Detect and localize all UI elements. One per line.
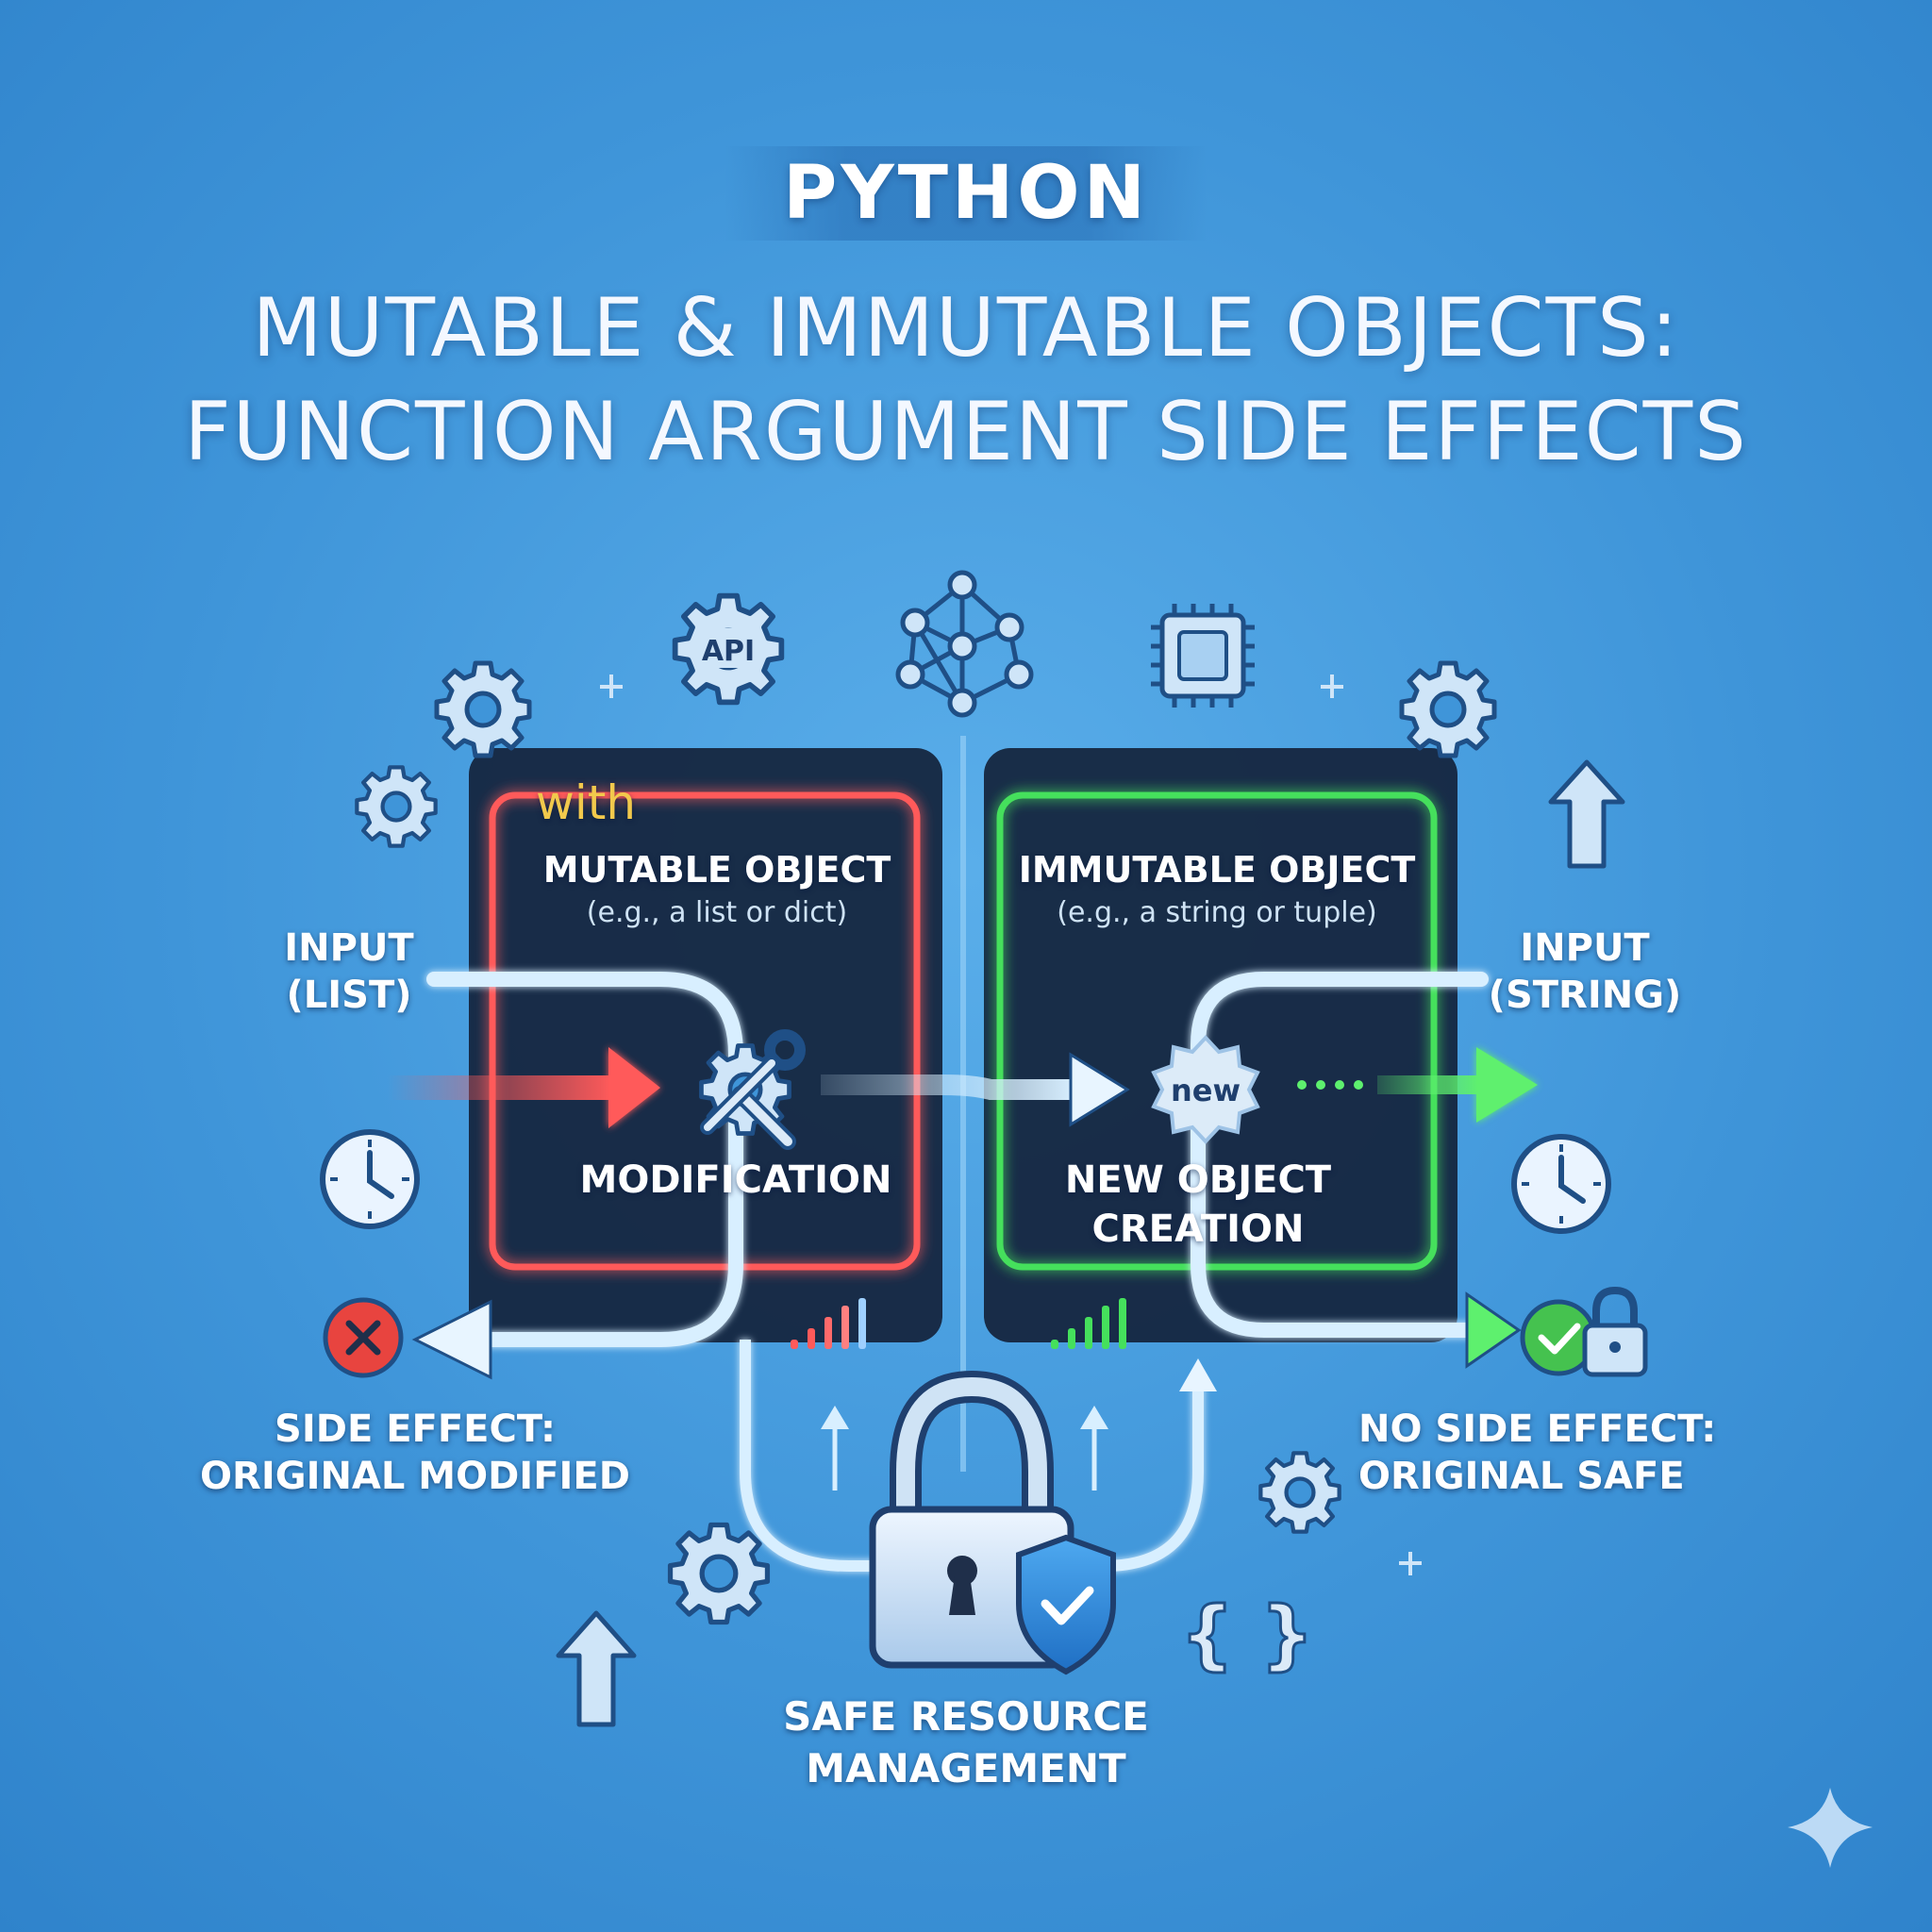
clock-icon bbox=[320, 1129, 420, 1229]
immutable-dotted-arrow bbox=[1297, 1047, 1538, 1123]
page-title-line1: MUTABLE & IMMUTABLE OBJECTS: bbox=[252, 281, 1680, 375]
mutable-panel bbox=[469, 748, 942, 1342]
gear-icon bbox=[671, 1525, 768, 1623]
network-icon bbox=[895, 570, 1034, 718]
mutable-input-flow bbox=[426, 972, 743, 1347]
wrench-gear-icon bbox=[701, 1029, 806, 1150]
mutable-signal-bars-icon bbox=[791, 1298, 866, 1349]
small-up-arrow-left bbox=[821, 1406, 849, 1491]
mutable-glow-border bbox=[489, 791, 921, 1271]
brand-label: PYTHON bbox=[783, 151, 1149, 236]
mutable-red-arrow-shaft bbox=[387, 1075, 613, 1100]
no-side-effect-label-line2: ORIGINAL SAFE bbox=[1358, 1455, 1685, 1498]
immutable-object-title: IMMUTABLE OBJECT bbox=[1018, 849, 1416, 891]
input-list-label-line1: INPUT bbox=[284, 926, 414, 970]
immutable-panel bbox=[984, 748, 1457, 1342]
api-label: API bbox=[702, 635, 755, 668]
modification-label: MODIFICATION bbox=[579, 1158, 892, 1202]
new-object-label-line1: NEW OBJECT bbox=[1064, 1158, 1332, 1202]
new-badge-label: new bbox=[1171, 1073, 1241, 1108]
brand-banner bbox=[724, 146, 1208, 241]
side-effect-label-line2: ORIGINAL MODIFIED bbox=[200, 1455, 630, 1498]
side-effect-label-line1: SIDE EFFECT: bbox=[275, 1407, 556, 1451]
mutable-red-arrowhead bbox=[608, 1047, 660, 1128]
input-string-label-line1: INPUT bbox=[1520, 926, 1650, 970]
no-side-effect-label-line1: NO SIDE EFFECT: bbox=[1358, 1407, 1717, 1451]
lock-shield-icon bbox=[869, 1370, 1116, 1675]
plus-sparkle-icon bbox=[600, 675, 1422, 1575]
mutable-return-arrowhead bbox=[411, 1299, 492, 1380]
chip-icon bbox=[1151, 604, 1255, 708]
up-arrow-icon bbox=[556, 1610, 637, 1727]
footer-label-line1: SAFE RESOURCE bbox=[783, 1693, 1149, 1740]
page-title-line2: FUNCTION ARGUMENT SIDE EFFECTS bbox=[184, 385, 1748, 479]
mutable-object-subtitle: (e.g., a list or dict) bbox=[586, 896, 848, 929]
immutable-signal-bars-icon bbox=[1051, 1298, 1126, 1349]
input-list-label-line2: (LIST) bbox=[286, 974, 412, 1017]
sparkle-icon bbox=[1788, 1788, 1873, 1868]
crossover-arrowhead bbox=[1069, 1052, 1130, 1127]
input-string-label-line2: (STRING) bbox=[1488, 974, 1682, 1017]
up-arrow-icon bbox=[1548, 759, 1625, 869]
mutable-tag: with bbox=[536, 775, 637, 830]
braces-icon: { } bbox=[1180, 1591, 1314, 1678]
api-gear-icon: API bbox=[675, 596, 782, 703]
gear-icon bbox=[1260, 1453, 1339, 1531]
footer-label-line2: MANAGEMENT bbox=[806, 1745, 1126, 1791]
new-badge-icon: new bbox=[1151, 1035, 1260, 1144]
immutable-input-flow bbox=[1191, 972, 1489, 1338]
immutable-output-arrowhead bbox=[1465, 1291, 1522, 1369]
check-lock-icon bbox=[1520, 1286, 1648, 1377]
lock-flow-left bbox=[740, 1340, 924, 1572]
small-up-arrow-right bbox=[1080, 1406, 1108, 1491]
new-object-label-line2: CREATION bbox=[1091, 1208, 1305, 1251]
immutable-glow-border bbox=[996, 791, 1438, 1271]
immutable-object-subtitle: (e.g., a string or tuple) bbox=[1057, 896, 1377, 929]
gear-icon bbox=[1402, 663, 1494, 756]
mutable-object-title: MUTABLE OBJECT bbox=[542, 849, 891, 891]
clock-icon bbox=[1511, 1134, 1611, 1234]
lock-flow-right bbox=[1038, 1387, 1204, 1572]
gear-icon bbox=[437, 663, 529, 756]
error-x-icon bbox=[323, 1297, 404, 1378]
gear-icon bbox=[357, 767, 435, 845]
